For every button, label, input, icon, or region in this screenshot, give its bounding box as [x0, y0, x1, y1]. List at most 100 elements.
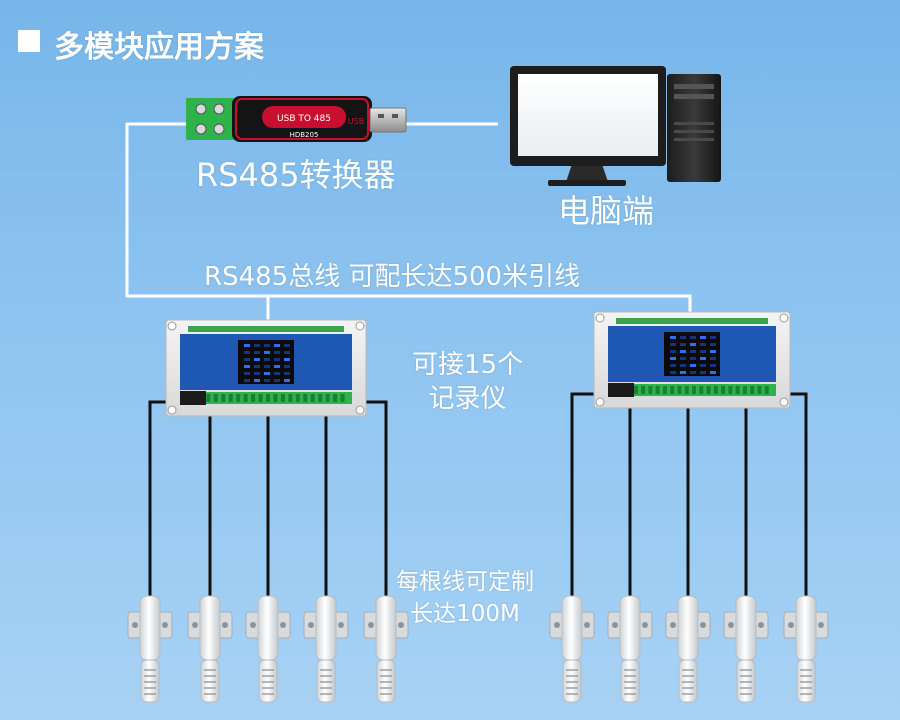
sensor-tip [376, 659, 396, 703]
terminal-screw [721, 386, 726, 394]
capacity-line-1: 可接15个 [412, 350, 524, 380]
title-bullet [18, 30, 40, 52]
led-indicator [264, 379, 270, 382]
temperature-humidity-sensor [549, 595, 595, 703]
pc-label: 电脑端 [558, 192, 655, 230]
terminal-screw [236, 394, 241, 402]
led-indicator [680, 357, 686, 360]
sensor-tip [200, 659, 220, 703]
led-indicator [680, 350, 686, 353]
mount-hole [355, 321, 365, 331]
sensor-body [315, 595, 337, 661]
cable-length-label: 每根线可定制 长达100M [396, 566, 534, 630]
led-indicator [680, 364, 686, 367]
cable-line-1: 每根线可定制 [396, 569, 534, 595]
led-indicator [670, 343, 676, 346]
terminal-screw [677, 386, 682, 394]
led-indicator [274, 365, 280, 368]
top-terminal-strip [188, 326, 344, 332]
terminal-screw [280, 394, 285, 402]
terminal-screw [641, 386, 646, 394]
led-indicator [254, 344, 260, 347]
led-indicator [700, 371, 706, 374]
terminal-screw [221, 394, 226, 402]
recorder-capacity-label: 可接15个 记录仪 [412, 348, 523, 416]
terminal-screw [728, 386, 733, 394]
led-indicator [254, 358, 260, 361]
rs485-connector [180, 391, 206, 405]
led-indicator [680, 343, 686, 346]
bracket-hole [670, 622, 676, 628]
terminal-screw [735, 386, 740, 394]
sensor-body [619, 595, 641, 661]
bracket-hole [398, 622, 404, 628]
bus-label: RS485总线 可配长达500米引线 [204, 262, 581, 292]
terminal-screw [699, 386, 704, 394]
temperature-humidity-sensor [187, 595, 233, 703]
temperature-humidity-sensor [127, 595, 173, 703]
led-indicator [710, 371, 716, 374]
led-indicator [264, 365, 270, 368]
terminal-screw [288, 394, 293, 402]
bracket-hole [788, 622, 794, 628]
terminal-screw [655, 386, 660, 394]
terminal-block [186, 98, 234, 140]
terminal-screw [757, 386, 762, 394]
led-indicator [700, 336, 706, 339]
terminal-screw [243, 394, 248, 402]
led-indicator [690, 343, 696, 346]
led-indicator [700, 350, 706, 353]
terminal-screw [318, 394, 323, 402]
led-indicator [244, 351, 250, 354]
led-indicator [284, 351, 290, 354]
bracket-hole [584, 622, 590, 628]
led-indicator [254, 372, 260, 375]
terminal-screw [206, 394, 211, 402]
terminal-screw [325, 394, 330, 402]
temperature-humidity-sensor [783, 595, 829, 703]
mount-hole [595, 313, 605, 323]
sensor-body [561, 595, 583, 661]
cable-line-2: 长达100M [410, 601, 520, 627]
led-indicator [274, 358, 280, 361]
led-indicator [690, 364, 696, 367]
module-led-window [664, 332, 720, 376]
sensor-cable [774, 392, 808, 606]
led-indicator [244, 358, 250, 361]
led-indicator [264, 344, 270, 347]
terminal-screw [228, 394, 233, 402]
led-indicator [700, 343, 706, 346]
top-terminal-strip [616, 318, 768, 324]
bracket-hole [280, 622, 286, 628]
terminal-screw [251, 394, 256, 402]
led-indicator [700, 357, 706, 360]
mount-hole [167, 405, 177, 415]
led-indicator [690, 350, 696, 353]
led-indicator [680, 336, 686, 339]
converter-label: RS485转换器 [196, 156, 396, 194]
monitor-stand [566, 164, 608, 182]
led-indicator [264, 351, 270, 354]
bracket-hole [338, 622, 344, 628]
mount-hole [595, 397, 605, 407]
terminal-screw [266, 394, 270, 402]
sensor-tip [140, 659, 160, 703]
led-indicator [710, 343, 716, 346]
bracket-hole [758, 622, 764, 628]
bus-wiring [125, 122, 692, 320]
sensor-cable [350, 400, 388, 606]
terminal-screw [303, 394, 308, 402]
bracket-hole [162, 622, 168, 628]
pc-computer [510, 66, 721, 186]
led-indicator [274, 344, 280, 347]
page-title: 多模块应用方案 [54, 30, 264, 65]
sensor-body [735, 595, 757, 661]
sensor-body [795, 595, 817, 661]
sensor-body [199, 595, 221, 661]
led-indicator [680, 371, 686, 374]
converter-model-text: HDB205 [290, 131, 319, 139]
led-indicator [670, 371, 676, 374]
led-indicator [254, 379, 260, 382]
led-indicator [244, 372, 250, 375]
monitor-screen [518, 74, 658, 156]
